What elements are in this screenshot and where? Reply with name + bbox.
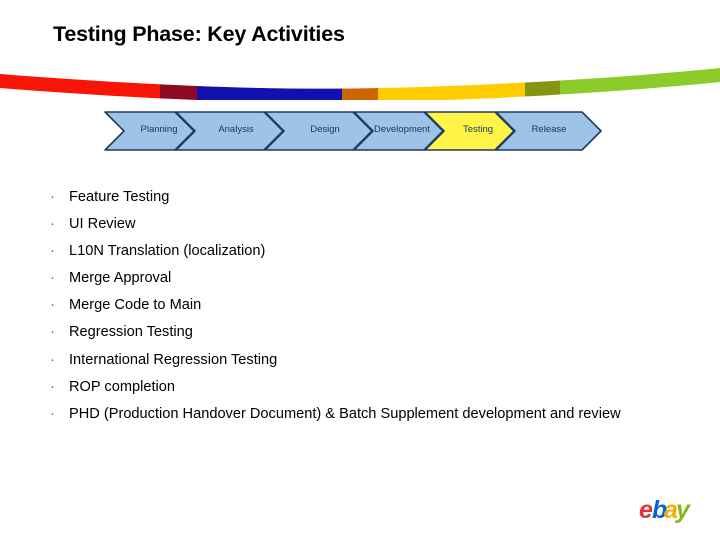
list-item-label: ROP completion bbox=[69, 378, 175, 395]
swoosh-segment-gold bbox=[378, 68, 526, 100]
bullet-icon: · bbox=[50, 215, 55, 233]
bullet-icon: · bbox=[50, 404, 55, 422]
chevron-design[interactable] bbox=[264, 111, 373, 151]
ebay-logo: e b a y bbox=[639, 496, 691, 524]
swoosh-segment-blue bbox=[197, 68, 343, 100]
list-item: · Merge Approval bbox=[47, 267, 707, 294]
list-item: · Regression Testing bbox=[47, 321, 707, 348]
ebay-logo-letter-y: y bbox=[674, 496, 691, 524]
bullet-icon: · bbox=[50, 296, 55, 314]
list-item-label: Merge Code to Main bbox=[69, 297, 202, 314]
list-item-label: Merge Approval bbox=[69, 270, 172, 287]
chevron-planning[interactable] bbox=[104, 111, 195, 151]
list-item: · ROP completion bbox=[47, 376, 707, 403]
list-item: · Merge Code to Main bbox=[47, 294, 707, 321]
key-activities-list: · Feature Testing · UI Review · L10N Tra… bbox=[47, 186, 707, 430]
list-item-label: PHD (Production Handover Document) & Bat… bbox=[69, 405, 621, 422]
decorative-swoosh-bar bbox=[0, 68, 720, 100]
list-item-label: Feature Testing bbox=[69, 189, 170, 205]
chevron-testing[interactable] bbox=[424, 111, 515, 151]
bullet-icon: · bbox=[50, 350, 55, 368]
bullet-icon: · bbox=[50, 188, 55, 205]
list-item-label: UI Review bbox=[69, 216, 136, 233]
list-item-label: International Regression Testing bbox=[69, 351, 278, 368]
swoosh-segment-green bbox=[560, 68, 720, 100]
swoosh-segment-red bbox=[0, 68, 161, 100]
chevron-development[interactable] bbox=[353, 111, 444, 151]
list-item-label: L10N Translation (localization) bbox=[69, 243, 266, 260]
swoosh-segment-orange bbox=[342, 68, 379, 100]
chevron-analysis[interactable] bbox=[175, 111, 284, 151]
ebay-logo-letter-b: b bbox=[652, 496, 667, 524]
list-item: · PHD (Production Handover Document) & B… bbox=[47, 403, 707, 430]
chevron-release[interactable] bbox=[495, 111, 602, 151]
page-title: Testing Phase: Key Activities bbox=[53, 22, 345, 46]
swoosh-segments bbox=[0, 68, 720, 100]
list-item-label: Regression Testing bbox=[69, 324, 193, 341]
bullet-icon: · bbox=[50, 323, 55, 341]
swoosh-segment-dark-red bbox=[160, 68, 198, 100]
list-item: · Feature Testing bbox=[47, 186, 707, 213]
list-item: · International Regression Testing bbox=[47, 349, 707, 376]
bullet-icon: · bbox=[50, 269, 55, 287]
ebay-logo-letter-a: a bbox=[664, 496, 678, 524]
process-flow-diagram: Planning Analysis Design Development Tes… bbox=[104, 110, 604, 152]
bullet-icon: · bbox=[50, 377, 55, 395]
list-item: · L10N Translation (localization) bbox=[47, 240, 707, 267]
swoosh-segment-olive bbox=[525, 68, 561, 100]
list-item: · UI Review bbox=[47, 213, 707, 240]
bullet-icon: · bbox=[50, 242, 55, 260]
ebay-logo-letter-e: e bbox=[639, 496, 653, 524]
